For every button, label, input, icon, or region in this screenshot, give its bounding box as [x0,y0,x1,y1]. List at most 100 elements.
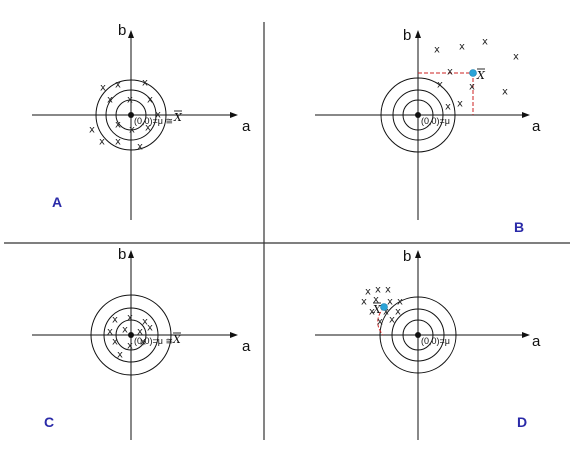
sample-mark: x [137,142,143,153]
sample-mark: x [99,137,105,148]
sample-mark: x [447,67,453,78]
a-axis-arrow-icon [522,112,530,118]
sample-mark: x [373,295,379,306]
a-axis-arrow-icon [230,332,238,338]
sample-mark: x [115,137,121,148]
contour-circle-2 [105,89,157,141]
sample-mark: x [155,110,161,121]
sample-mark: x [385,285,391,296]
sample-mark: x [147,95,153,106]
contour-circle-3 [95,79,167,151]
sample-mark: x [142,317,148,328]
sample-mark: x [469,82,475,93]
b-axis-label: b [403,27,411,44]
sample-mark: x [389,315,395,326]
contour-circle-1 [115,319,147,351]
sample-mark: x [395,307,401,318]
sample-mark: x [145,123,151,134]
b-axis-arrow-icon [415,250,421,258]
b-axis-arrow-icon [128,30,134,38]
contour-circle-1 [402,319,434,351]
xbar-label: X [172,333,182,346]
b-axis-label: b [118,246,126,263]
sample-mark: x [107,327,113,338]
sample-mark: x [397,297,403,308]
sample-mark: x [377,317,383,328]
origin-label: (0,0)=μ ≅ [134,116,173,126]
sample-mark: x [459,42,465,53]
sample-mark: x [361,297,367,308]
panel-label: A [52,194,62,210]
contour-circle-1 [115,99,147,131]
sample-mark: x [89,125,95,136]
sample-mark: x [482,37,488,48]
sample-mark: x [117,350,123,361]
panel-label: D [517,414,527,430]
sample-mark: x [137,327,143,338]
xbar-label: X [476,69,486,82]
a-axis-label: a [242,118,251,135]
sample-mark: x [445,102,451,113]
sample-mark: x [115,120,121,131]
sample-mark: x [115,80,121,91]
sample-mark: x [107,95,113,106]
estimate-marker [469,69,477,77]
contour-circle-2 [103,307,159,363]
contour-circle-3 [379,296,457,374]
origin-label: (0,0)=μ ≅ [134,336,173,346]
contour-circle-1 [402,99,434,131]
origin-label: (0,0)=μ [421,116,450,126]
contour-circle-2 [391,308,445,362]
sample-mark: x [127,341,133,352]
panel-label: B [514,219,524,235]
sample-mark: x [127,313,133,324]
sample-mark: x [122,325,128,336]
sample-mark: x [375,285,381,296]
sample-mark: x [502,87,508,98]
b-axis-label: b [403,248,411,265]
b-axis-arrow-icon [128,250,134,258]
sample-mark: x [365,287,371,298]
contour-circle-3 [380,77,456,153]
panel-label: C [44,414,54,430]
sample-mark: x [387,297,393,308]
sample-mark: x [112,337,118,348]
sample-mark: x [434,45,440,56]
sample-mark: x [112,315,118,326]
sample-mark: x [140,337,146,348]
contour-circle-3 [90,294,172,376]
b-axis-arrow-icon [415,30,421,38]
sample-mark: x [437,80,443,91]
sample-mark: x [142,78,148,89]
sample-mark: x [457,99,463,110]
origin-dot [128,332,134,338]
sample-mark: x [147,323,153,334]
contour-circle-2 [392,89,444,141]
sample-mark: x [513,52,519,63]
xbar-label: X [372,303,382,316]
estimate-marker [380,303,388,311]
a-axis-label: a [532,333,541,350]
quadrant-dividers [4,22,570,440]
origin-label: (0,0)=μ [421,336,450,346]
origin-dot [415,332,421,338]
origin-dot [128,112,134,118]
sample-mark: x [129,125,135,136]
a-axis-label: a [242,338,251,355]
a-axis-arrow-icon [522,332,530,338]
sample-mark: x [383,307,389,318]
origin-dot [415,112,421,118]
b-axis-label: b [118,22,126,39]
xbar-label: X [173,111,183,124]
sample-mark: x [100,83,106,94]
sample-mark: x [127,95,133,106]
a-axis-label: a [532,118,541,135]
a-axis-arrow-icon [230,112,238,118]
sample-mark: x [369,307,375,318]
